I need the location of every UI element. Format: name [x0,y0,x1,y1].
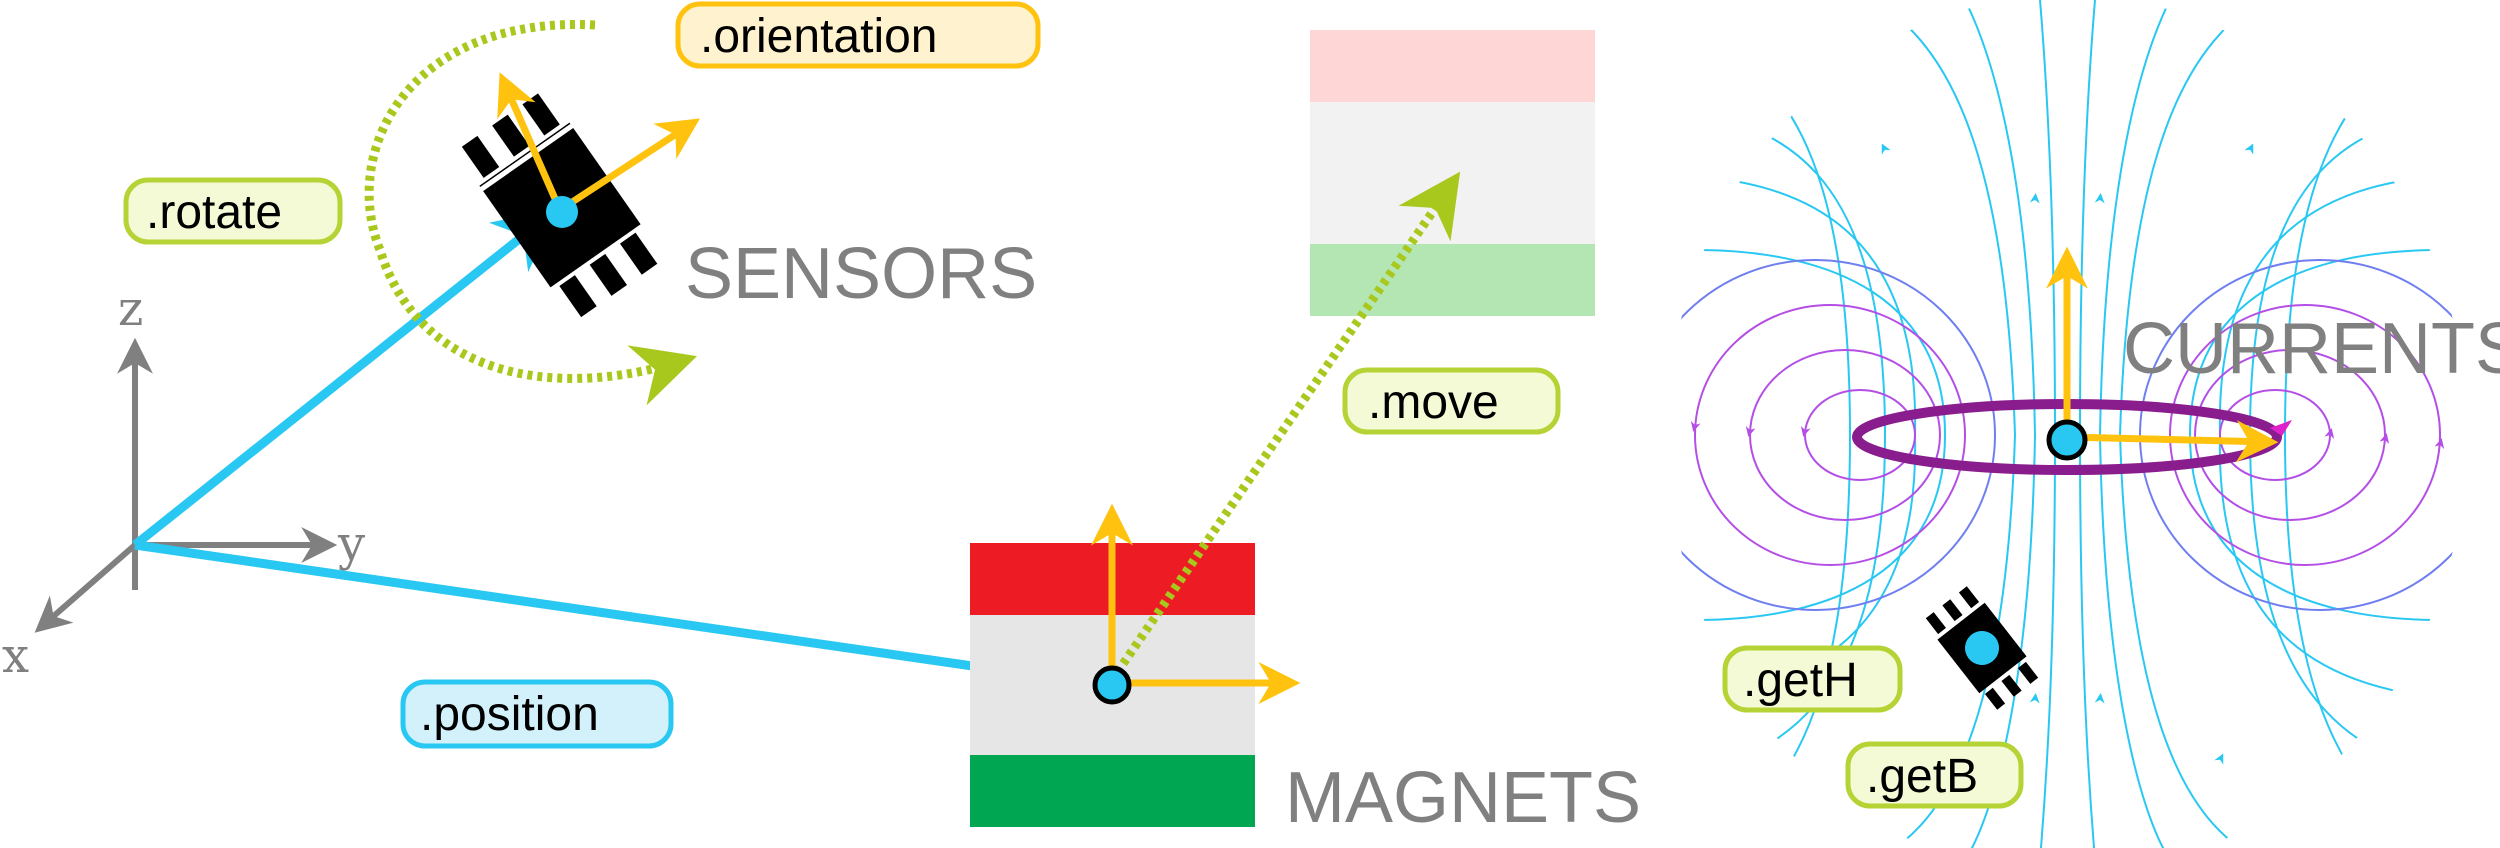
magnet-orientation-arrows [1091,503,1301,705]
current-loop-icon [1852,246,2292,475]
position-label: .position [420,688,599,741]
position-vectors [132,208,1103,707]
coordinate-axes-icon: z y x [2,281,365,684]
currents-section-title: CURRENTS [2123,309,2500,389]
move-label: .move [1368,376,1499,429]
x-axis-label: x [2,628,29,684]
getH-label: .getH [1743,654,1858,707]
sensors-section-title: SENSORS [685,234,1037,314]
move-badge: .move [1342,367,1561,435]
rotate-label: .rotate [146,186,282,239]
orientation-badge: .orientation [675,1,1041,69]
getB-badge: .getB [1845,741,2024,809]
orientation-label: .orientation [700,10,938,63]
rotate-path-arrow [364,20,698,406]
y-axis-label: y [337,516,365,572]
move-path-arrow [1108,171,1461,683]
magnet-position-arrow [134,540,1103,707]
magnets-section-title: MAGNETS [1285,758,1641,838]
sensor-position-arrow [132,208,558,549]
sensor-orientation-arrows [497,72,701,228]
field-sensor-chip-icon [1925,586,2039,710]
rotate-badge: .rotate [123,177,343,245]
z-axis-label: z [118,281,143,337]
position-badge: .position [400,679,674,749]
ghost-magnet-target [1310,30,1595,316]
getB-label: .getB [1866,750,1978,803]
getH-badge: .getH [1722,645,1903,713]
